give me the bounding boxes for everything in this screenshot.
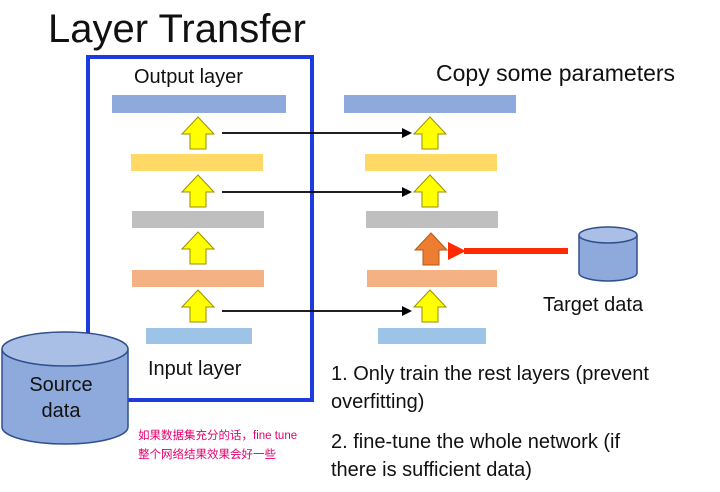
note-only-train-rest: 1. Only train the rest layers (prevent o… xyxy=(331,360,649,416)
target-data-cylinder-icon xyxy=(578,226,638,282)
up-arrow-icon xyxy=(412,116,448,150)
copy-parameters-label: Copy some parameters xyxy=(436,60,676,86)
source-data-label: Source data xyxy=(6,372,116,424)
source-hidden-layer-2 xyxy=(132,211,264,228)
annotation-line2: 整个网络结果效果会好一些 xyxy=(138,449,276,461)
source-data-cylinder-icon xyxy=(1,331,129,445)
input-layer-label: Input layer xyxy=(148,358,242,380)
note-fine-tune-whole: 2. fine-tune the whole network (if there… xyxy=(331,428,620,484)
up-arrow-icon xyxy=(180,289,216,323)
source-data-label-line2: data xyxy=(41,400,81,422)
target-output-layer xyxy=(344,95,516,113)
up-arrow-icon xyxy=(412,174,448,208)
source-input-layer xyxy=(146,328,252,344)
up-arrow-icon xyxy=(180,174,216,208)
up-arrow-icon xyxy=(412,289,448,323)
target-input-layer xyxy=(378,328,486,344)
up-arrow-icon xyxy=(180,116,216,150)
source-output-layer xyxy=(112,95,286,113)
source-network-frame xyxy=(86,55,314,402)
source-hidden-layer-1 xyxy=(132,270,264,287)
note1-line2: overfitting) xyxy=(331,391,425,413)
note2-line1: 2. fine-tune the whole network (if xyxy=(331,431,621,453)
output-layer-label: Output layer xyxy=(134,66,243,88)
handwritten-annotation: 如果数据集充分的话，fine tune 整个网络结果效果会好一些 xyxy=(138,427,297,465)
note1-line1: 1. Only train the rest layers (prevent xyxy=(331,363,649,385)
target-hidden-layer-1 xyxy=(367,270,497,287)
target-hidden-layer-3 xyxy=(365,154,497,171)
target-hidden-layer-2 xyxy=(366,211,498,228)
annotation-line1: 如果数据集充分的话，fine tune xyxy=(138,430,298,442)
note2-line2: there is sufficient data) xyxy=(331,459,532,481)
up-arrow-icon xyxy=(180,231,216,265)
trained-arrow-icon xyxy=(413,232,449,266)
target-data-label: Target data xyxy=(543,294,644,316)
source-data-label-line1: Source xyxy=(29,374,93,396)
page-title: Layer Transfer xyxy=(48,7,306,51)
source-hidden-layer-3 xyxy=(131,154,263,171)
